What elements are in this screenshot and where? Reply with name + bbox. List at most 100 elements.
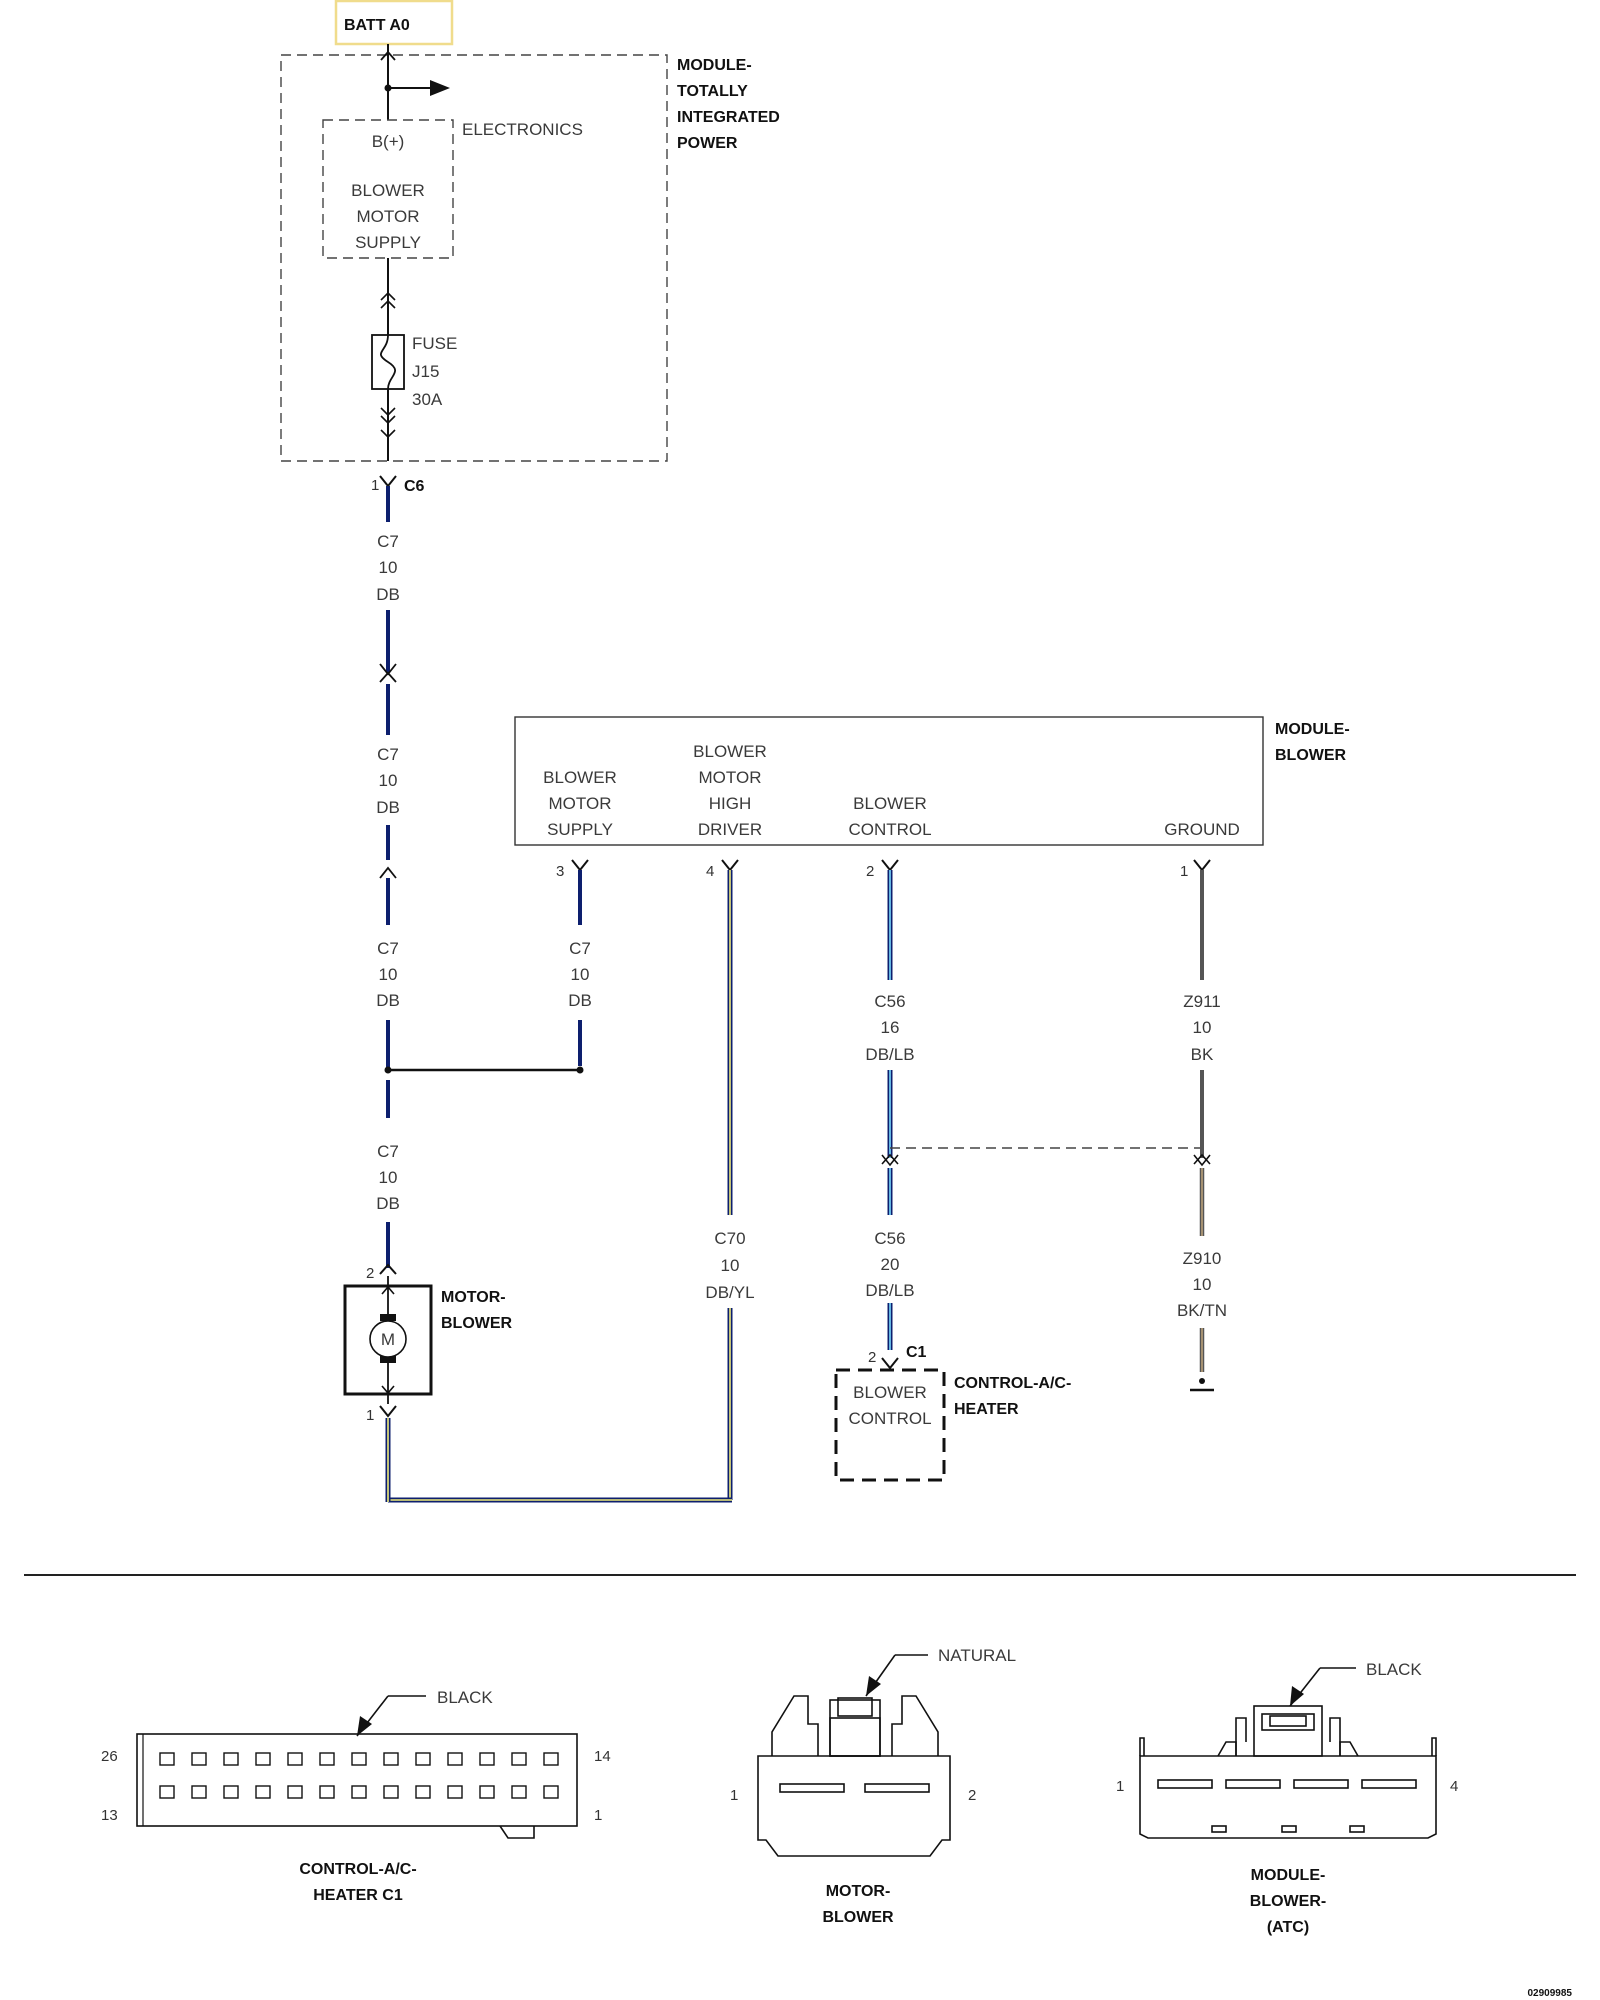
c1-color-label: BLACK [437, 1688, 493, 1707]
c1-cavity [447, 1785, 463, 1799]
c1-cavity [383, 1785, 399, 1799]
bm-pin-3-symbol [571, 859, 589, 872]
motor-conn-title-1: MOTOR- [826, 1883, 891, 1900]
batt-arrow-up [380, 50, 396, 61]
c1-cavity [287, 1752, 303, 1766]
bplus-label: B(+) [372, 132, 405, 151]
ac-control-name-1: CONTROL-A/C- [954, 1375, 1071, 1392]
c1-cavity [255, 1785, 271, 1799]
bm-ctrl-2: CONTROL [848, 820, 931, 839]
c1-cavity [159, 1752, 175, 1766]
blower-module-name-2: BLOWER [1275, 747, 1347, 764]
dbyl-wire [385, 870, 733, 1503]
module-conn-title-3: (ATC) [1267, 1919, 1309, 1936]
bm-high-2: MOTOR [699, 768, 762, 787]
dblb-inline-connector [881, 1153, 899, 1167]
wire-c7-d-1: C7 [377, 1142, 399, 1161]
splice-dot [384, 84, 392, 92]
wire-c7-c-3: DB [376, 991, 400, 1010]
c1-title-1: CONTROL-A/C- [299, 1861, 416, 1878]
module-color-label: BLACK [1366, 1660, 1422, 1679]
bm-high-4: DRIVER [698, 820, 762, 839]
module-conn-title-2: BLOWER- [1250, 1893, 1326, 1910]
bm-high-3: HIGH [709, 794, 752, 813]
c6-pin-number: 1 [371, 477, 379, 494]
bm-pin-2-symbol [881, 859, 899, 872]
tipm-name-3: INTEGRATED [677, 109, 780, 126]
wire-c7-a-3: DB [376, 585, 400, 604]
wire-z911-2: 10 [1193, 1018, 1212, 1037]
tipm-supply-3: SUPPLY [355, 233, 421, 252]
fuse-label-3: 30A [412, 390, 443, 409]
bm-pin-2: 2 [866, 863, 874, 880]
c1-connector: C1 [906, 1344, 927, 1361]
c1-cavity [511, 1785, 527, 1799]
ground-symbol [1190, 1378, 1214, 1392]
c6-connector-symbol [379, 475, 397, 488]
c1-cavity [287, 1785, 303, 1799]
wire-c70-1: C70 [714, 1229, 745, 1248]
module-conn-title-1: MODULE- [1251, 1867, 1326, 1884]
c1-cavity [223, 1752, 239, 1766]
bm-supply-2: MOTOR [549, 794, 612, 813]
connector-motor-view [757, 1695, 951, 1857]
tipm-name-4: POWER [677, 135, 738, 152]
wire-c70-2: 10 [721, 1256, 740, 1275]
wire-c56-b-3: DB/LB [865, 1281, 914, 1300]
tipm-module-box [280, 54, 668, 462]
wire-c7-b-2: 10 [379, 771, 398, 790]
wire-z910-1: Z910 [1183, 1249, 1222, 1268]
bm-supply-1: BLOWER [543, 768, 617, 787]
bm-pin-4-symbol [721, 859, 739, 872]
c1-title-2: HEATER C1 [313, 1887, 403, 1904]
wire-c7-d-2: 10 [379, 1168, 398, 1187]
module-conn-pin-4: 4 [1450, 1778, 1458, 1795]
wire-c7-a-1: C7 [377, 532, 399, 551]
c1-cavity [191, 1785, 207, 1799]
motor-brush-top [380, 1314, 396, 1321]
inline-connector-2 [379, 866, 397, 879]
motor-conn-title-2: BLOWER [822, 1909, 894, 1926]
blower-module-box [514, 716, 1264, 846]
bm-pin-4: 4 [706, 863, 714, 880]
wire-c56-b-2: 20 [881, 1255, 900, 1274]
splice-dot-left [384, 1066, 392, 1074]
c1-color-arrowhead [357, 1716, 372, 1736]
tipm-name-1: MODULE- [677, 57, 752, 74]
connector-module-view [1139, 1705, 1437, 1839]
motor-symbol [369, 1320, 407, 1358]
fuse-connector-bottom [380, 407, 396, 425]
c1-cavity [415, 1752, 431, 1766]
tipm-supply-1: BLOWER [351, 181, 425, 200]
module-conn-pin-1: 1 [1116, 1778, 1124, 1795]
c1-pin-13: 13 [101, 1807, 118, 1824]
wire-c7-c-2: 10 [379, 965, 398, 984]
figure-id: 02909985 [1528, 1988, 1573, 1999]
c1-pin-14: 14 [594, 1748, 611, 1765]
wire-c7-d-3: DB [376, 1194, 400, 1213]
motor-conn-pin-2: 2 [968, 1787, 976, 1804]
ac-control-box [834, 1368, 946, 1482]
c1-pin-26: 26 [101, 1748, 118, 1765]
batt-label-box [334, 0, 454, 46]
c1-cavity [159, 1785, 175, 1799]
c1-cavity [319, 1752, 335, 1766]
bm-high-1: BLOWER [693, 742, 767, 761]
bm-ground: GROUND [1164, 820, 1240, 839]
ac-control-func-2: CONTROL [848, 1409, 931, 1428]
motor-name-2: BLOWER [441, 1315, 513, 1332]
motor-conn-pin-1: 1 [730, 1787, 738, 1804]
c1-cavity [319, 1785, 335, 1799]
fuse-element [380, 334, 396, 390]
c1-cavity [351, 1752, 367, 1766]
wire-c7-e-2: 10 [571, 965, 590, 984]
motor-pin-1: 1 [366, 1407, 374, 1424]
c1-cavity [511, 1752, 527, 1766]
c1-cavity [479, 1785, 495, 1799]
wire-z910-2: 10 [1193, 1275, 1212, 1294]
wire-c7-c-1: C7 [377, 939, 399, 958]
wire-c7-b-3: DB [376, 798, 400, 817]
c1-cavity [447, 1752, 463, 1766]
c1-cavity [223, 1785, 239, 1799]
